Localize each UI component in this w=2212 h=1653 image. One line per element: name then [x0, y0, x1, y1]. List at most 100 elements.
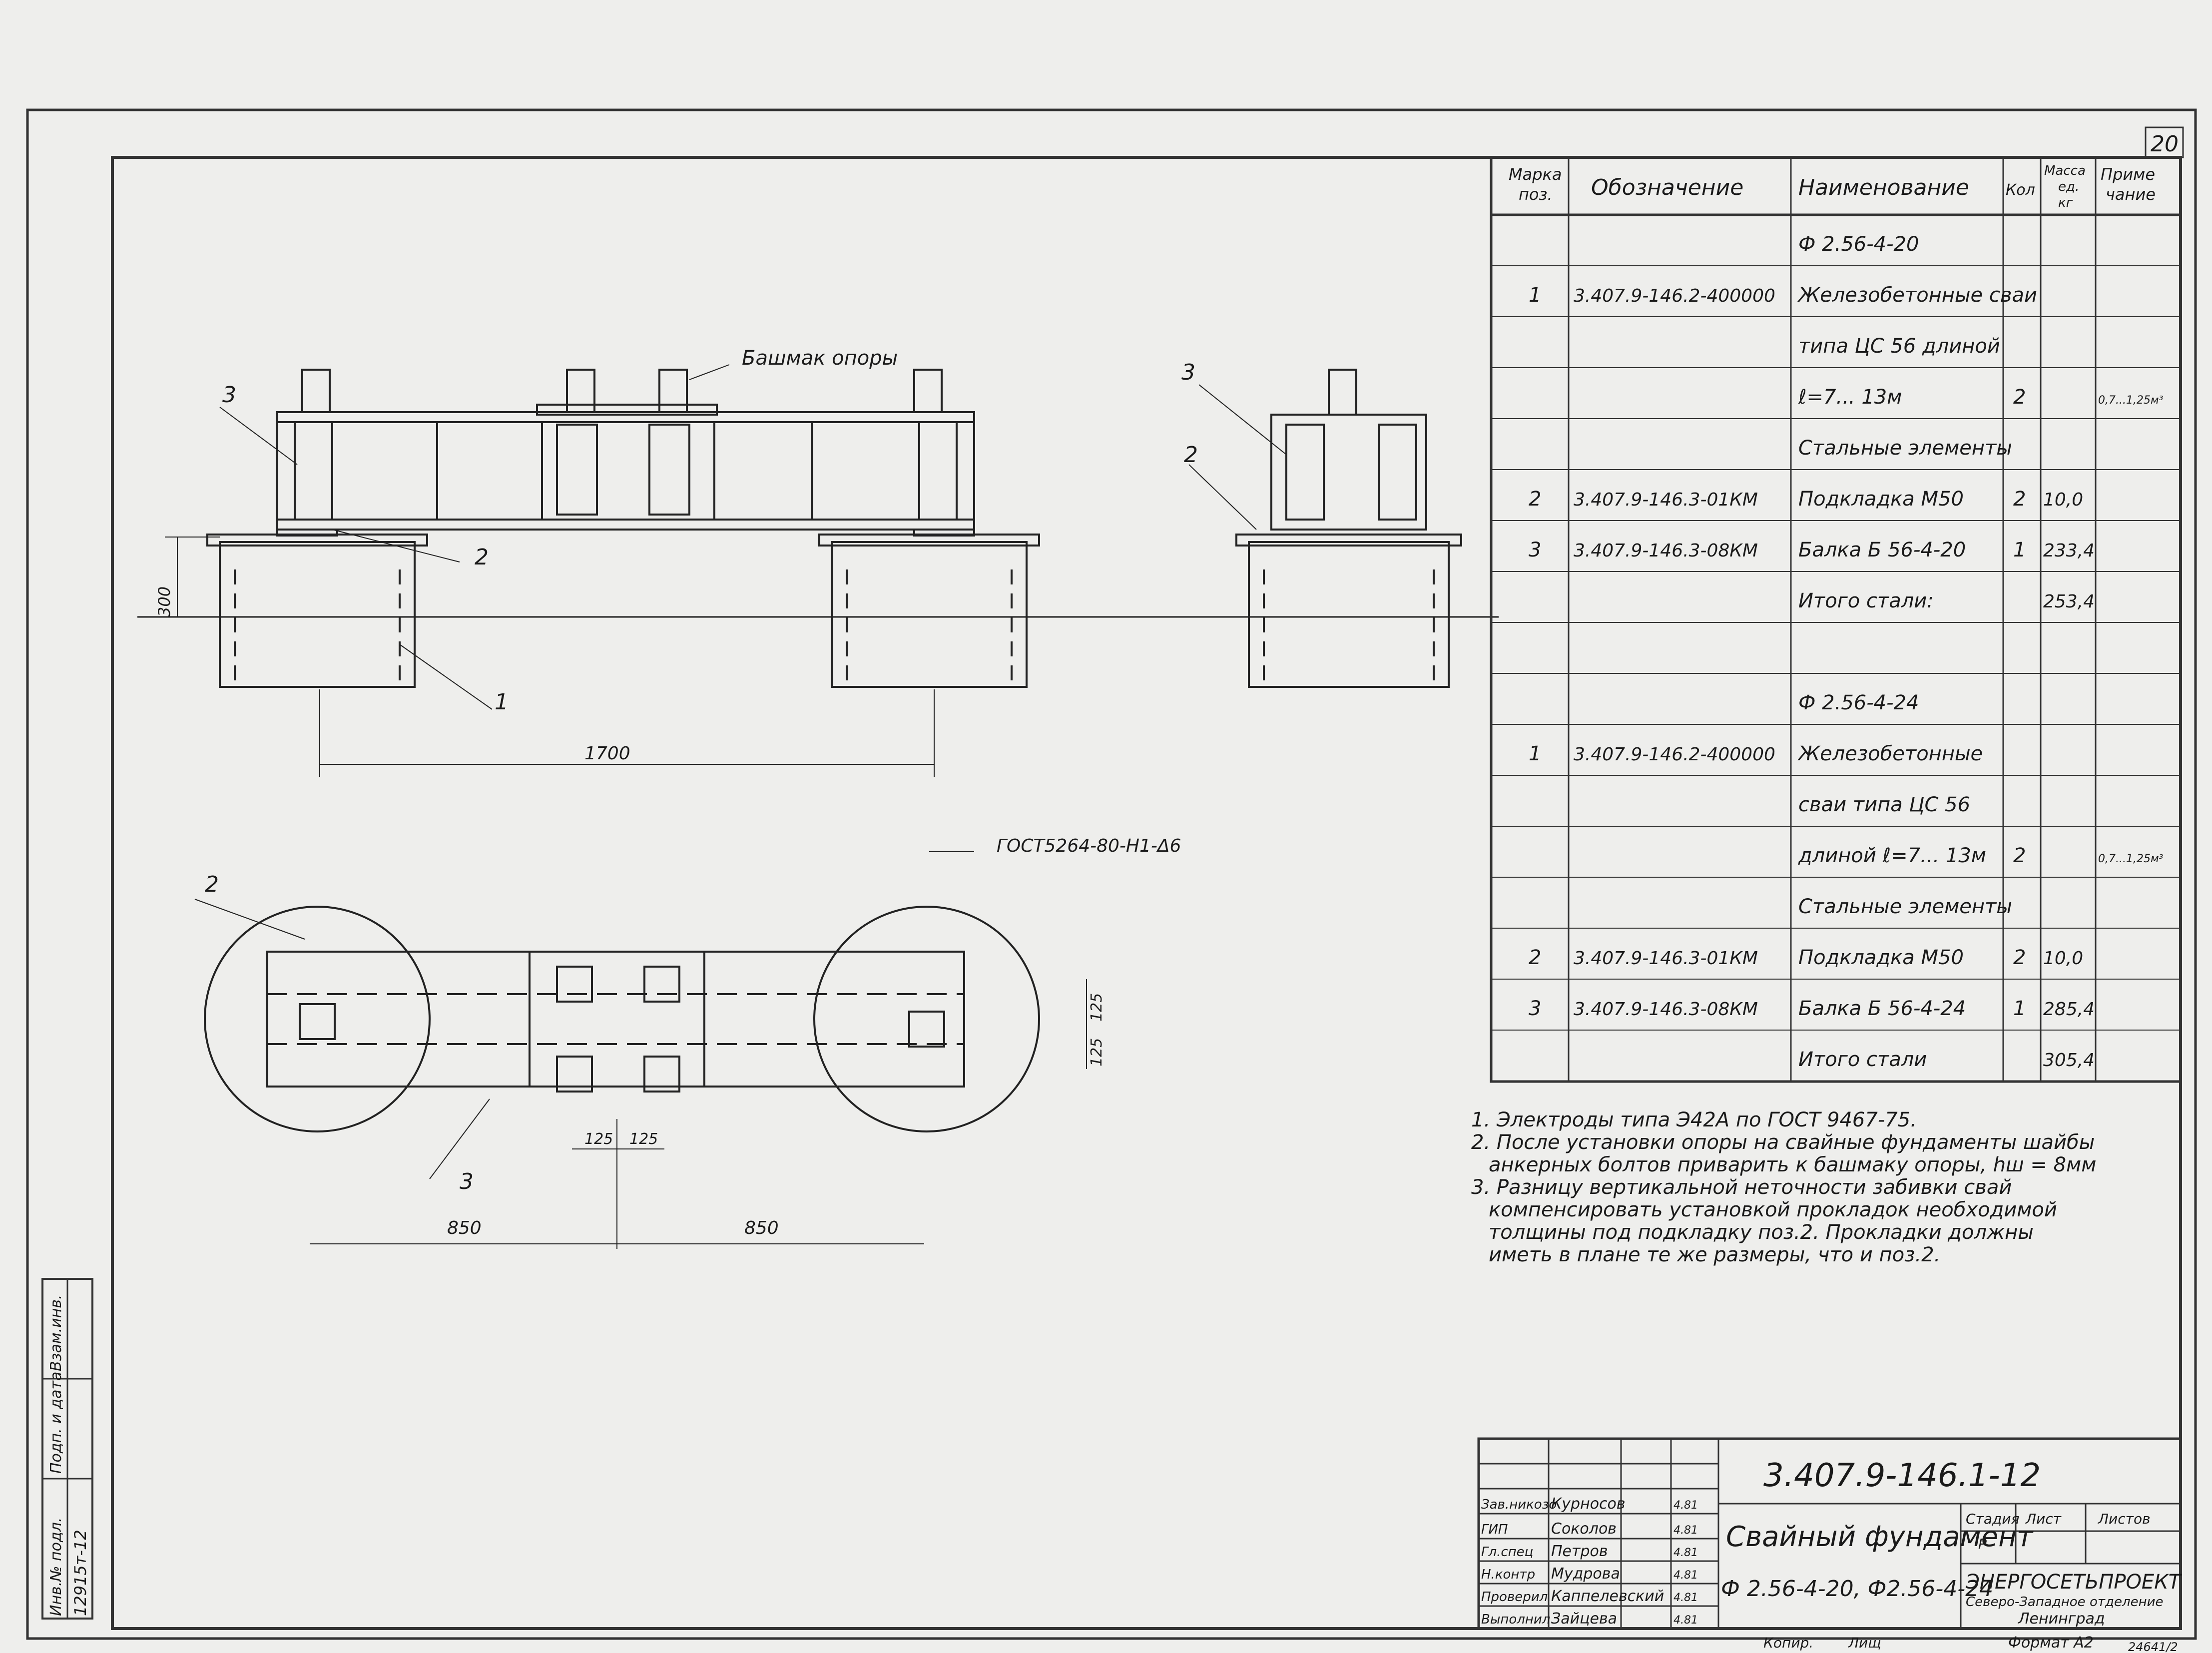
table-cell-qty: 2 [2013, 488, 2026, 511]
table-cell-name: типа ЦС 56 длиной [1798, 335, 2000, 358]
signature-role: Гл.спец [1481, 1545, 1533, 1560]
dim-bolt-y1: 125 [1088, 993, 1106, 1022]
table-cell-mark: 2 [1529, 946, 1541, 969]
table-cell-name: Стальные элементы [1798, 437, 2012, 460]
weld-label: ГОСТ5264-80-Н1-Δ6 [997, 836, 1181, 856]
shoe-label: Башмак опоры [742, 347, 898, 370]
drawing-subtitle: Ф 2.56-4-20, Ф2.56-4-24 [1721, 1576, 1993, 1602]
table-cell-name: ℓ=7... 13м [1798, 386, 1902, 409]
spec-table-grid [1490, 156, 2182, 1083]
signature-name: Мудрова [1551, 1565, 1620, 1583]
table-cell-name: Итого стали: [1798, 589, 1934, 612]
note-line: 2. После установки опоры на свайные фунд… [1471, 1131, 2095, 1154]
org-city: Ленинград [2018, 1610, 2105, 1628]
callout-2-plan: 2 [205, 872, 219, 897]
table-cell-name: сваи типа ЦС 56 [1798, 793, 1970, 816]
sheet-number: 20 [2151, 131, 2179, 157]
signature-role: ГИП [1481, 1522, 1508, 1537]
table-cell-name: Подкладка М50 [1798, 488, 1964, 511]
hdr-note-2: чание [2106, 185, 2156, 204]
front-elevation [137, 364, 1499, 777]
hdr-mark-1: Марка [1509, 165, 1562, 184]
signature-date: 4.81 [1673, 1524, 1698, 1537]
stage-header: Стадия [1966, 1511, 2019, 1527]
archive-number: 24641/2 [2128, 1640, 2178, 1653]
sheets-header: Листов [2098, 1511, 2151, 1527]
table-cell-mass: 10,0 [2043, 490, 2083, 510]
dim-span: 1700 [584, 743, 630, 764]
inner-frame [111, 156, 2182, 1630]
copied-by: Лищ [1848, 1635, 1881, 1651]
spec-table-rows [1491, 265, 2181, 1082]
note-line: 1. Электроды типа Э42А по ГОСТ 9467-75. [1471, 1108, 1917, 1131]
hdr-name: Наименование [1798, 175, 1969, 200]
signature-name: Курносов [1551, 1495, 1626, 1513]
table-cell-mass: 233,4 [2043, 541, 2095, 561]
table-cell-mark: 3 [1529, 997, 1541, 1020]
signature-date: 4.81 [1673, 1499, 1698, 1512]
doc-code: 3.407.9-146.1-12 [1763, 1457, 2041, 1494]
callout-3-side: 3 [1181, 360, 1195, 385]
table-cell-qty: 2 [2013, 386, 2026, 409]
table-cell-mass: 253,4 [2043, 591, 2095, 612]
org-branch: Северо-Западное отделение [1966, 1595, 2163, 1610]
table-cell-qty: 2 [2013, 844, 2026, 867]
copied-label: Копир. [1763, 1635, 1813, 1651]
stamp-inv-label: Инв.№ подл. [47, 1518, 65, 1616]
signature-role: Н.контр [1481, 1567, 1535, 1582]
callout-1-elev: 1 [495, 689, 509, 715]
format-label: Формат А2 [2008, 1634, 2094, 1652]
signature-name: Соколов [1551, 1520, 1617, 1538]
hdr-mass-1: Масса [2044, 163, 2086, 178]
side-stamp: Инв.№ подл. Подп. и дата Взам.инв. 12915… [41, 1278, 93, 1620]
table-cell-mark: 3 [1529, 539, 1541, 561]
signature-name: Петров [1551, 1543, 1608, 1560]
note-line: компенсировать установкой прокладок необ… [1489, 1198, 2057, 1221]
note-line: анкерных болтов приварить к башмаку опор… [1489, 1153, 2096, 1176]
table-cell-designation: 3.407.9-146.3-01КМ [1574, 948, 1758, 969]
stage-value: Р [1978, 1536, 1987, 1552]
dim-half-left: 850 [447, 1218, 482, 1238]
signature-date: 4.81 [1673, 1547, 1698, 1559]
table-cell-name: Ф 2.56-4-20 [1798, 233, 1919, 256]
table-cell-name: Балка Б 56-4-24 [1798, 997, 1966, 1020]
table-cell-qty: 1 [2013, 539, 2026, 561]
table-cell-mark: 1 [1529, 284, 1541, 307]
table-cell-designation: 3.407.9-146.3-08КМ [1574, 999, 1758, 1020]
table-cell-designation: 3.407.9-146.3-01КМ [1574, 490, 1758, 510]
dim-bolt-x1: 125 [584, 1130, 613, 1148]
dim-height: 300 [155, 586, 174, 617]
table-cell-qty: 2 [2013, 946, 2026, 969]
stamp-sign-label: Подп. и дата [47, 1372, 65, 1474]
stamp-replace-label: Взам.инв. [47, 1295, 65, 1371]
table-cell-name: Железобетонные [1797, 742, 1983, 765]
hdr-mass-3: кг [2058, 195, 2073, 210]
callout-3-elev: 3 [222, 382, 236, 408]
table-cell-designation: 3.407.9-146.2-400000 [1574, 286, 1775, 306]
callout-3-plan: 3 [460, 1169, 474, 1194]
table-cell-name: Стальные элементы [1798, 895, 2012, 918]
table-cell-mass: 10,0 [2043, 948, 2083, 969]
table-cell-name: Железобетонные сваи [1797, 284, 2037, 307]
signature-date: 4.81 [1673, 1592, 1698, 1604]
signature-role: Зав.никозо [1481, 1497, 1557, 1512]
plan-view [194, 851, 1087, 1249]
callout-2-side: 2 [1184, 442, 1198, 468]
signature-name: Зайцева [1551, 1610, 1617, 1628]
table-cell-mark: 1 [1529, 742, 1541, 765]
table-cell-name: Балка Б 56-4-20 [1798, 539, 1966, 561]
sheet-header: Лист [2025, 1511, 2062, 1527]
side-elevation [1188, 369, 1462, 689]
table-cell-name: Итого стали [1798, 1048, 1927, 1071]
table-cell-name: Подкладка М50 [1798, 946, 1964, 969]
table-cell-name: длиной ℓ=7... 13м [1798, 844, 1986, 867]
table-cell-note: 0,7...1,25м³ [2098, 853, 2164, 865]
signature-name: Каппелевский [1551, 1588, 1664, 1605]
hdr-note-1: Приме [2101, 165, 2155, 184]
title-block-grid [1477, 1437, 2182, 1630]
dim-bolt-x2: 125 [629, 1130, 658, 1148]
signature-date: 4.81 [1673, 1614, 1698, 1627]
